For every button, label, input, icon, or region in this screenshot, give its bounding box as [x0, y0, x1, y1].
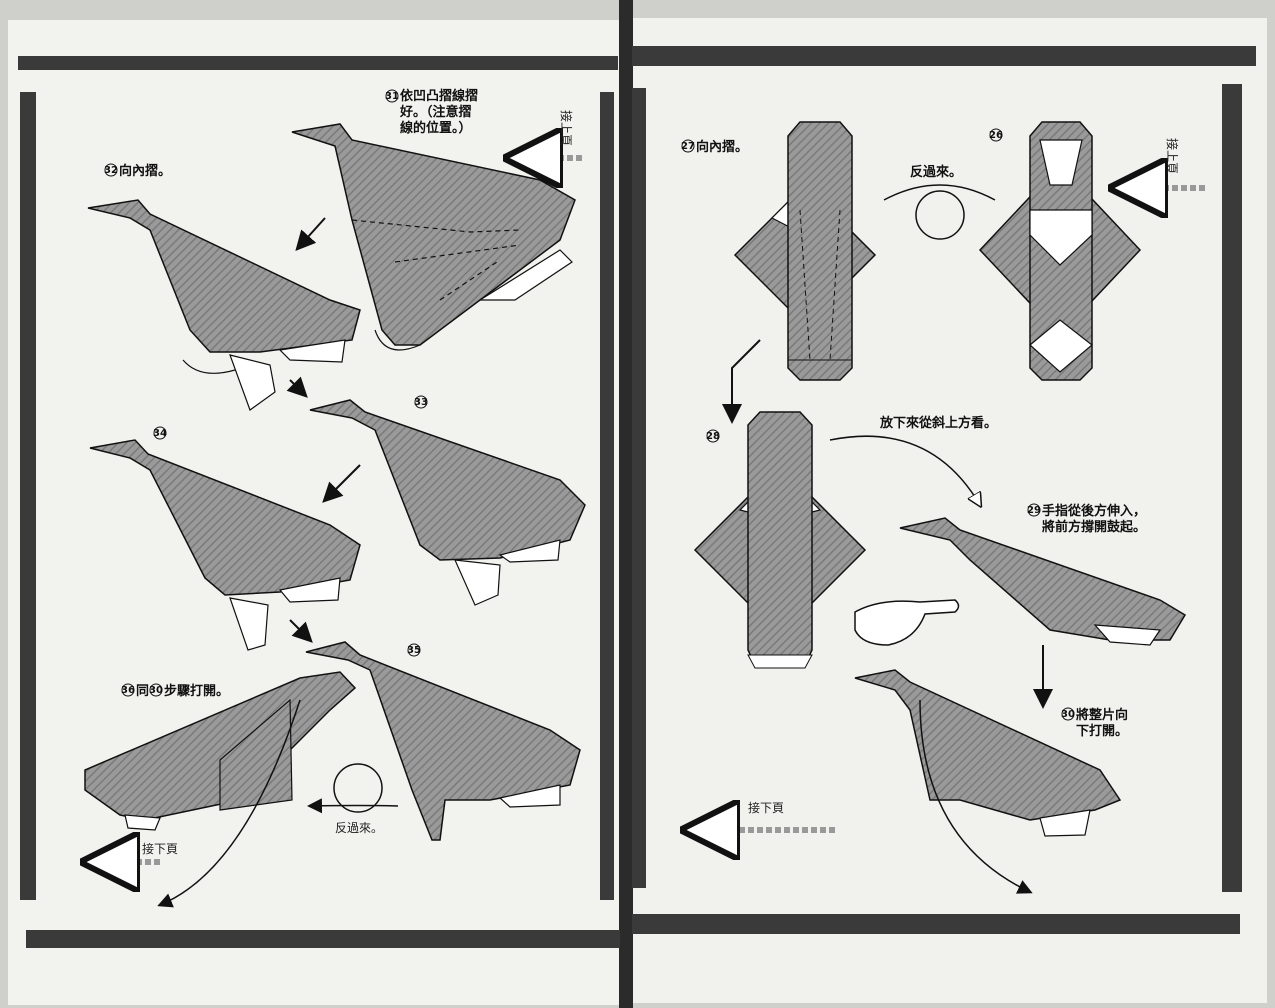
side-bar-left: [20, 92, 36, 900]
fold-step-26: [978, 121, 1142, 381]
side-bar-left-inner: [600, 92, 614, 900]
svg-text:線的位置。）: 線的位置。）: [400, 120, 472, 136]
flip-circle-left: [333, 763, 383, 813]
continue-prev-left: 接上頁: [559, 110, 574, 146]
lay-down-label: 放下來從斜上方看。: [879, 415, 997, 431]
flip-label-right: 反過來。: [910, 164, 962, 180]
svg-text:28: 28: [706, 431, 720, 442]
svg-text:31: 31: [385, 91, 399, 102]
svg-text:27: 27: [681, 141, 695, 152]
arrow-32-33: [286, 376, 308, 398]
svg-text:33: 33: [414, 397, 428, 408]
step-36-label: 36 同 30 步驟打開。: [121, 683, 229, 699]
whale-step-35: [305, 641, 581, 841]
arrow-36-open: [157, 699, 301, 908]
svg-text:32: 32: [104, 165, 118, 176]
arrow-34-35: [289, 619, 313, 643]
svg-text:向內摺。: 向內摺。: [696, 139, 748, 155]
arrow-28-29: [829, 435, 980, 505]
svg-text:步驟打開。: 步驟打開。: [164, 683, 229, 699]
whale-step-33: [309, 399, 586, 606]
continue-next-left: 接下頁: [142, 841, 178, 856]
arrow-33-34: [322, 464, 361, 503]
arrow-27-28: [722, 339, 761, 424]
flip-arc-right: [883, 184, 996, 201]
svg-text:30: 30: [149, 685, 163, 696]
hand-finger: [854, 599, 960, 646]
fold-step-28: [693, 411, 867, 669]
svg-text:將前方撐開鼓起。: 將前方撐開鼓起。: [1042, 519, 1146, 535]
step-29-label: 29 手指從後方伸入， 將前方撐開鼓起。: [1027, 503, 1146, 535]
whale-step-29: [899, 517, 1187, 646]
whale-step-34: [89, 439, 361, 651]
fold-step-27: [733, 121, 877, 381]
book-gutter: [619, 0, 633, 1008]
whale-step-36: [84, 671, 357, 831]
flip-arrow-left: [307, 798, 399, 814]
step-34-label: 34: [153, 426, 167, 440]
top-bar-left: [18, 56, 618, 70]
svg-text:35: 35: [407, 645, 421, 656]
continue-next-right: 接下頁: [748, 800, 784, 815]
svg-text:好。（注意摺: 好。（注意摺: [399, 104, 472, 120]
svg-text:同: 同: [136, 684, 149, 699]
svg-text:將整片向: 將整片向: [1076, 707, 1128, 723]
whale-step-32: [87, 199, 361, 411]
flip-circle-right: [915, 190, 965, 240]
flip-label-left: 反過來。: [335, 821, 383, 835]
svg-text:30: 30: [1061, 709, 1075, 720]
svg-text:向內摺。: 向內摺。: [119, 163, 171, 179]
step-35-label: 35: [407, 643, 421, 657]
svg-text:手指從後方伸入，: 手指從後方伸入，: [1042, 503, 1146, 519]
step-33-label: 33: [414, 395, 428, 409]
svg-text:34: 34: [153, 428, 167, 439]
continue-prev-right: 接上頁: [1165, 138, 1180, 174]
step-27-label: 27 向內摺。: [681, 139, 748, 155]
side-bar-right-inner: [632, 88, 646, 888]
svg-text:36: 36: [121, 685, 135, 696]
svg-text:下打開。: 下打開。: [1076, 723, 1128, 739]
step-32-label: 32 向內摺。: [104, 163, 171, 179]
step-30-label: 30 將整片向 下打開。: [1061, 707, 1128, 739]
svg-text:依凹凸摺線摺: 依凹凸摺線摺: [400, 88, 478, 104]
arrow-30-open: [919, 699, 1033, 894]
svg-text:29: 29: [1027, 505, 1041, 516]
step-26-label: 26: [989, 128, 1003, 142]
svg-text:26: 26: [989, 130, 1003, 141]
bottom-bar-left: [26, 930, 620, 948]
whale-step-30: [854, 669, 1122, 837]
step-31-label: 31 依凹凸摺線摺 好。（注意摺 線的位置。）: [385, 88, 478, 136]
arrow-31-32: [295, 217, 326, 251]
step-28-label: 28: [706, 429, 720, 443]
bottom-bar-right: [632, 914, 1240, 934]
top-bar-right: [632, 46, 1256, 66]
side-bar-right: [1222, 84, 1242, 892]
